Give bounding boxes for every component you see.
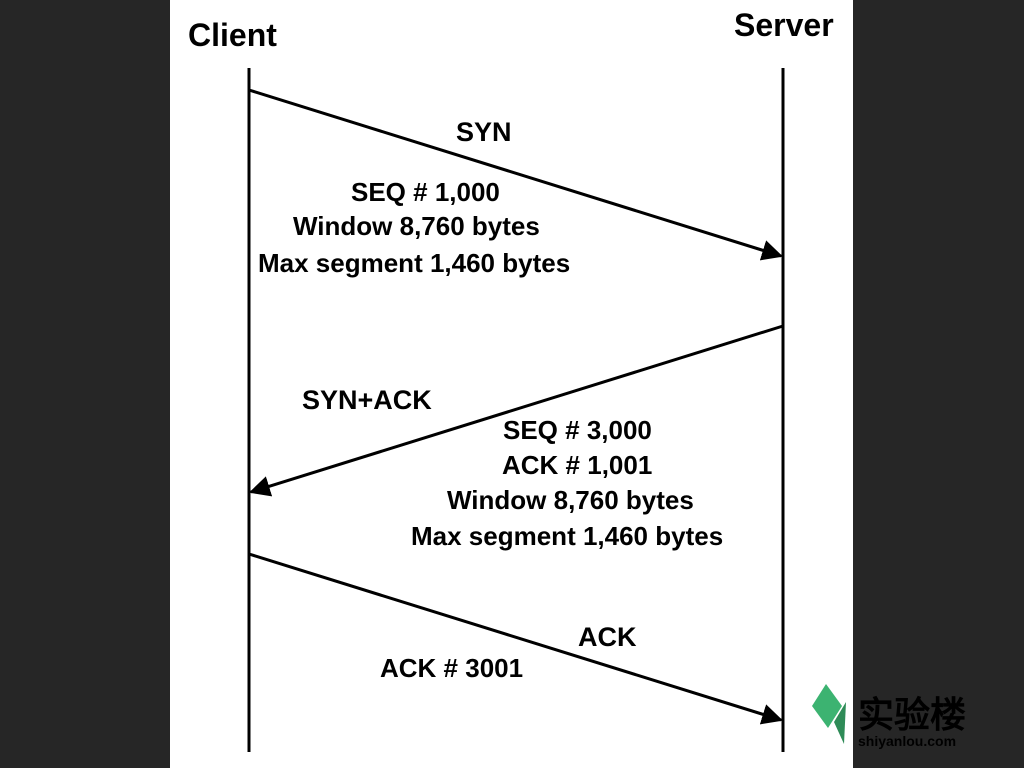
- ack-label: ACK: [578, 622, 637, 652]
- syn-detail-window: Window 8,760 bytes: [293, 211, 540, 241]
- server-label: Server: [734, 7, 834, 43]
- syn-arrow: [248, 88, 784, 261]
- syn-ack-detail-ack: ACK # 1,001: [502, 450, 652, 480]
- watermark-domain: shiyanlou.com: [858, 733, 956, 749]
- ack-detail: ACK # 3001: [380, 653, 523, 683]
- logo-mark-icon: [812, 684, 842, 728]
- diagram-panel: [170, 0, 853, 768]
- syn-detail-seq: SEQ # 1,000: [351, 177, 500, 207]
- client-label: Client: [188, 17, 277, 53]
- syn-detail-mss: Max segment 1,460 bytes: [258, 248, 570, 278]
- watermark-brand: 实验楼: [858, 694, 966, 735]
- syn-ack-label: SYN+ACK: [302, 385, 432, 415]
- syn-ack-detail-window: Window 8,760 bytes: [447, 485, 694, 515]
- logo-mark-accent-icon: [834, 702, 846, 744]
- ack-arrow: [248, 552, 784, 725]
- syn-label: SYN: [456, 117, 512, 147]
- syn-ack-detail-seq: SEQ # 3,000: [503, 415, 652, 445]
- shiyanlou-logo: 实验楼 shiyanlou.com: [812, 684, 966, 749]
- syn-ack-arrow: [248, 324, 784, 497]
- syn-ack-detail-mss: Max segment 1,460 bytes: [411, 521, 723, 551]
